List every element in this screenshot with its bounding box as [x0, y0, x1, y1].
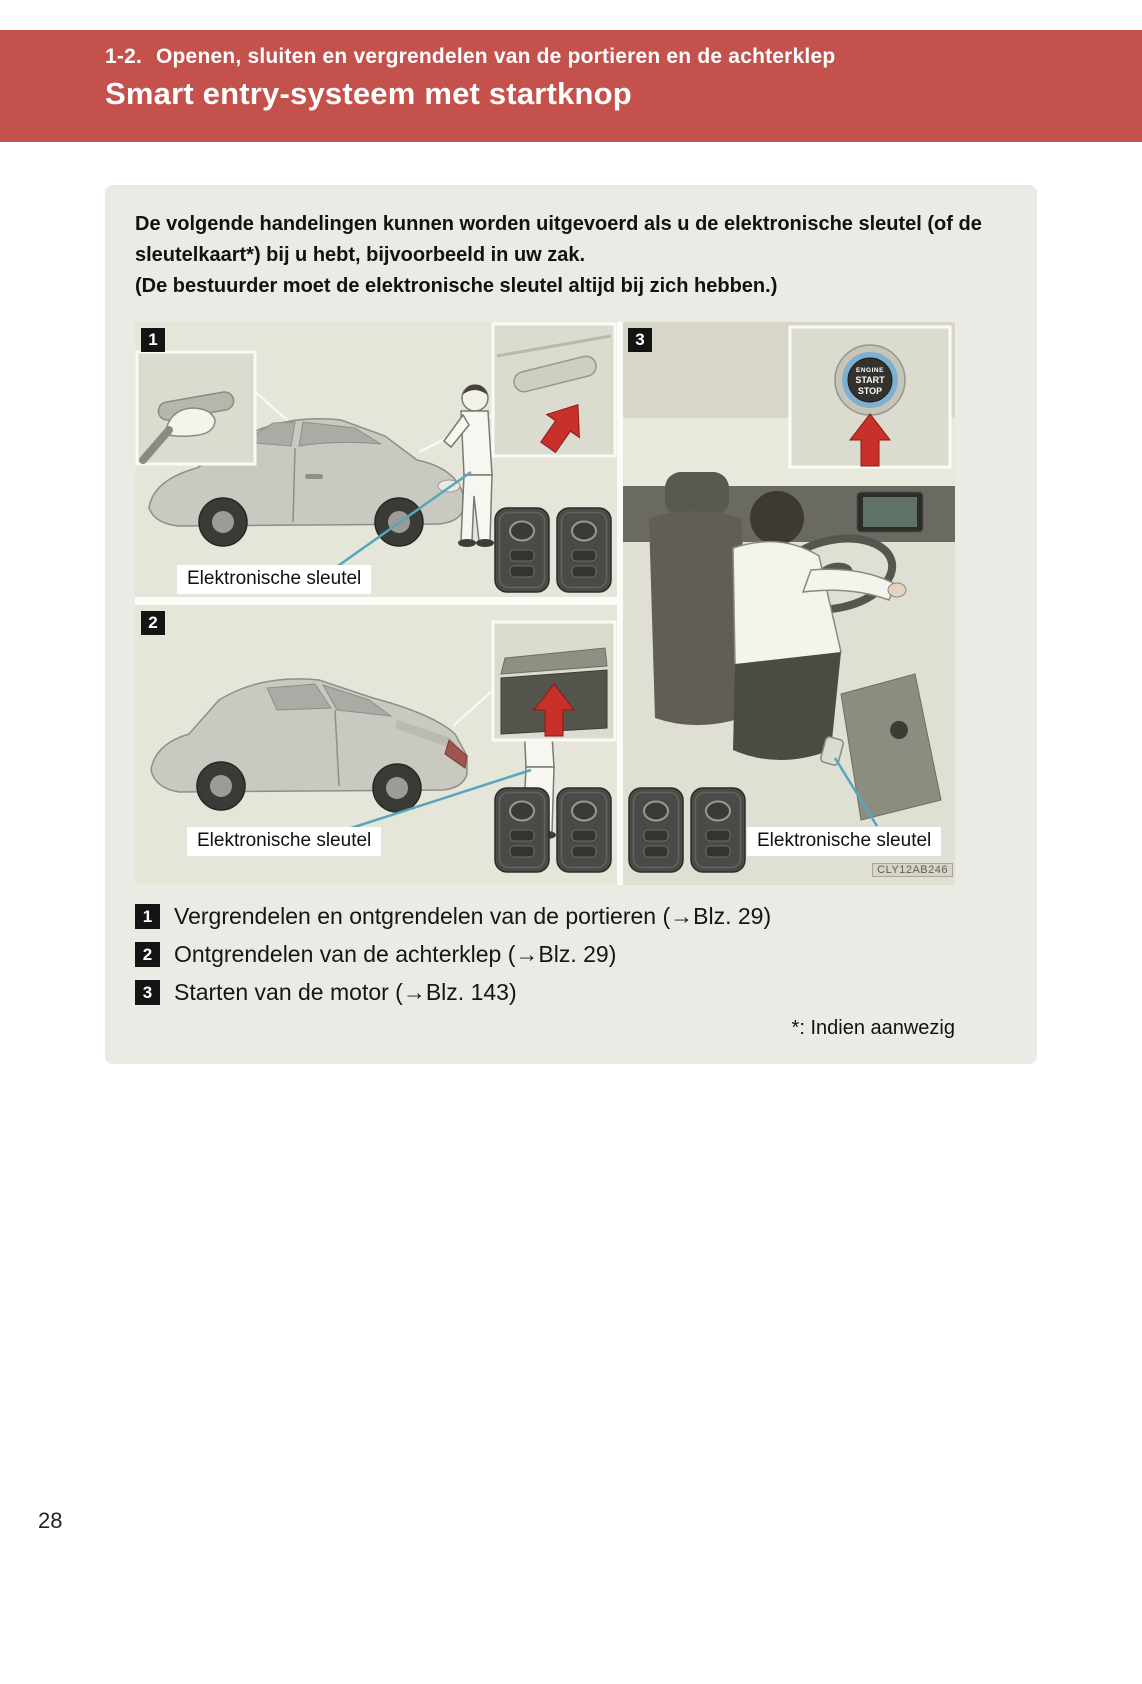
section-heading: 1-2. Openen, sluiten en vergrendelen van …	[105, 45, 1122, 69]
figure-2-badge: 2	[141, 611, 165, 635]
key-fob-icon	[494, 507, 550, 593]
panel-1	[135, 322, 617, 597]
legend-item-text: Ontgrendelen van de achterklep (→Blz. 29…	[174, 941, 617, 967]
key-fob-icon	[628, 787, 684, 873]
hand-icon	[164, 407, 216, 438]
start-button-label-stop: STOP	[858, 386, 882, 396]
intro-paragraph: De volgende handelingen kunnen worden ui…	[135, 209, 1007, 302]
smart-entry-figure: ENGINE START STOP 1 2 3 Elektronische sl…	[135, 322, 955, 885]
callout-line	[334, 470, 472, 570]
pocket-key-icon	[820, 736, 844, 766]
legend-item: 2 Ontgrendelen van de achterklep (→Blz. …	[135, 941, 1007, 968]
page-title: Smart entry-systeem met startknop	[105, 76, 632, 111]
electronic-key-label-2: Elektronische sleutel	[187, 827, 382, 856]
legend-item-number: 2	[135, 942, 160, 967]
legend-item-number: 1	[135, 904, 160, 929]
hand-door-handle-inset	[135, 350, 257, 466]
callout-line	[833, 757, 879, 827]
key-fob-icon	[494, 787, 550, 873]
key-fob-icon	[556, 507, 612, 593]
legend-item: 3 Starten van de motor (→Blz. 143)	[135, 979, 1007, 1006]
legend-list: 1 Vergrendelen en ontgrendelen van de po…	[135, 903, 1007, 1006]
footnote: *: Indien aanwezig	[791, 1017, 955, 1039]
start-button-label-start: START	[855, 375, 885, 385]
manual-page: { "header": { "section_number": "1-2.", …	[0, 30, 1142, 1684]
callout-line	[344, 768, 532, 832]
section-title: Openen, sluiten en vergrendelen van de p…	[156, 45, 836, 68]
start-button-label-engine: ENGINE	[856, 367, 884, 374]
legend-item: 1 Vergrendelen en ontgrendelen van de po…	[135, 903, 1007, 930]
electronic-key-label-3: Elektronische sleutel	[747, 827, 942, 856]
trunk-inset	[491, 620, 617, 742]
key-fob-icon	[690, 787, 746, 873]
legend-item-text: Vergrendelen en ontgrendelen van de port…	[174, 903, 772, 929]
section-number: 1-2.	[105, 45, 142, 68]
page-number: 28	[38, 1508, 63, 1533]
page-header: 1-2. Openen, sluiten en vergrendelen van …	[0, 30, 1142, 142]
legend-item-number: 3	[135, 980, 160, 1005]
car-rear-illustration	[150, 678, 468, 813]
start-button-inset: ENGINE START STOP	[788, 325, 952, 469]
key-fob-icon	[556, 787, 612, 873]
person-head	[750, 491, 804, 545]
intro-line-1: De volgende handelingen kunnen worden ui…	[135, 213, 982, 266]
door-handle-inset	[491, 322, 617, 460]
intro-line-2: (De bestuurder moet de elektronische sle…	[135, 275, 778, 297]
figure-1-badge: 1	[141, 328, 165, 352]
panel-3: ENGINE START STOP	[623, 322, 955, 885]
figure-watermark: CLY12AB246	[872, 863, 953, 877]
electronic-key-label-1: Elektronische sleutel	[177, 565, 372, 594]
car-front-illustration	[148, 418, 464, 547]
figure-3-badge: 3	[628, 328, 652, 352]
content-panel: De volgende handelingen kunnen worden ui…	[105, 185, 1037, 1064]
legend-item-text: Starten van de motor (→Blz. 143)	[174, 979, 517, 1005]
figure-artwork: ENGINE START STOP	[135, 322, 955, 885]
